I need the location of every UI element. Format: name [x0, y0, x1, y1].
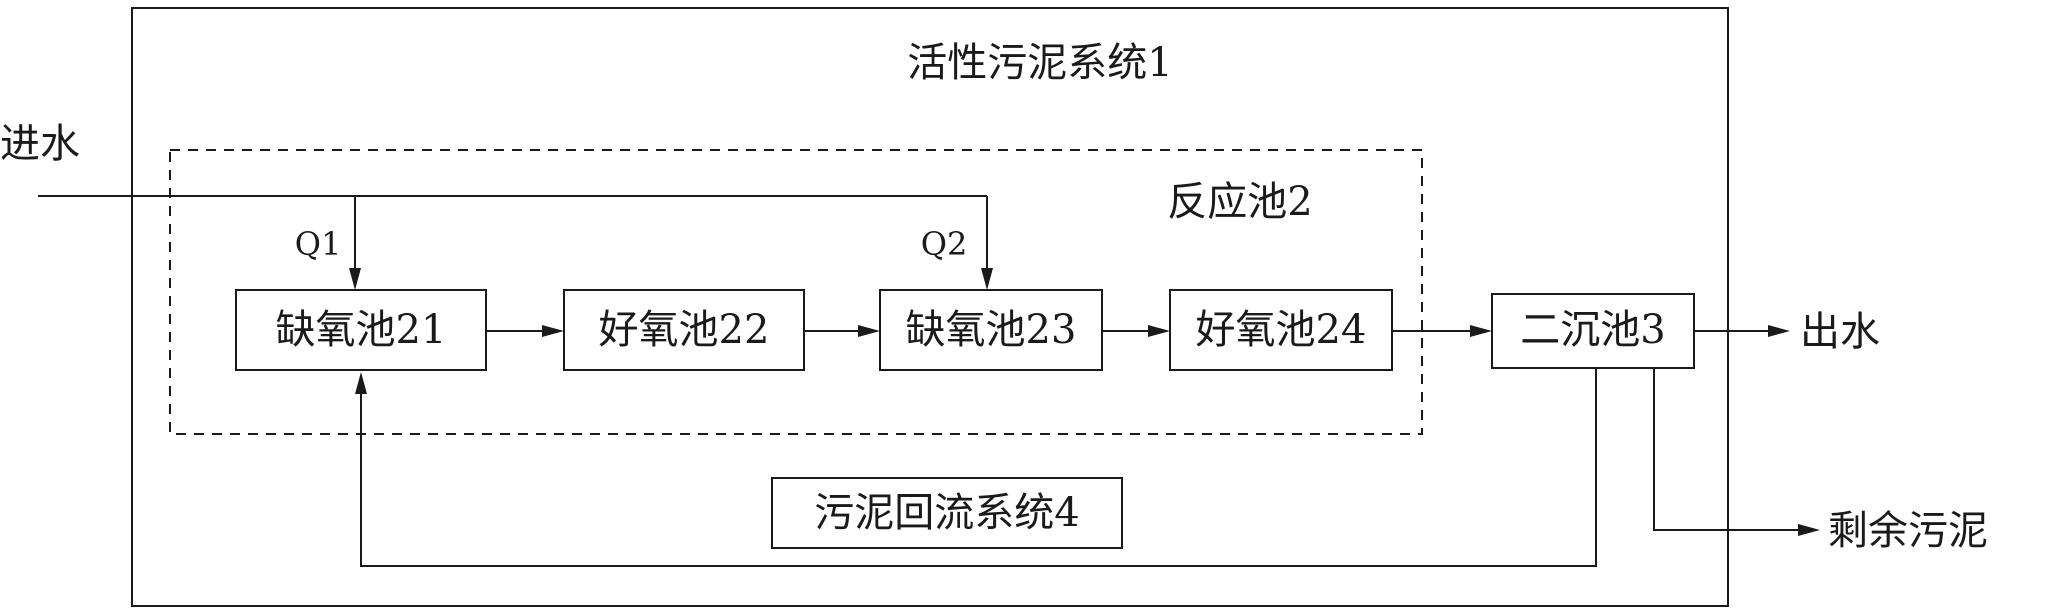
sludge-return-label: 污泥回流系统4 — [814, 490, 1079, 536]
reactor-boundary — [169, 149, 1423, 435]
arrowhead — [542, 325, 564, 337]
tank-label: 缺氧池23 — [906, 307, 1077, 353]
outlet-arrowhead — [1768, 325, 1790, 337]
tank-label: 好氧池22 — [599, 307, 770, 353]
clarifier-label: 二沉池3 — [1520, 307, 1665, 353]
arrowhead — [858, 325, 880, 337]
tank-label: 好氧池24 — [1196, 307, 1367, 353]
reactor-title: 反应池2 — [1167, 179, 1312, 225]
aerobic-tank-22 — [563, 289, 805, 371]
excess-sludge-line — [1653, 368, 1800, 531]
outlet-label: 出水 — [1800, 309, 1880, 355]
system-title: 活性污泥系统1 — [907, 40, 1172, 86]
q1-label: Q1 — [295, 225, 342, 263]
arrowhead — [1470, 325, 1492, 337]
tank-label: 缺氧池21 — [276, 307, 447, 353]
q2-arrowhead — [981, 268, 993, 290]
excess-sludge-label: 剩余污泥 — [1828, 508, 1988, 554]
excess-sludge-arrowhead — [1798, 524, 1820, 536]
secondary-clarifier-3 — [1491, 293, 1695, 369]
inlet-label: 进水 — [0, 121, 80, 167]
q1-arrowhead — [349, 268, 361, 290]
anoxic-tank-21 — [235, 289, 487, 371]
q2-label: Q2 — [921, 225, 968, 263]
arrowhead — [1148, 325, 1170, 337]
anoxic-tank-23 — [879, 289, 1103, 371]
sludge-return-arrowhead — [355, 372, 367, 394]
activated-sludge-system-boundary — [131, 7, 1729, 607]
sludge-return-system-4 — [771, 477, 1123, 549]
sludge-return-line — [360, 368, 1597, 567]
